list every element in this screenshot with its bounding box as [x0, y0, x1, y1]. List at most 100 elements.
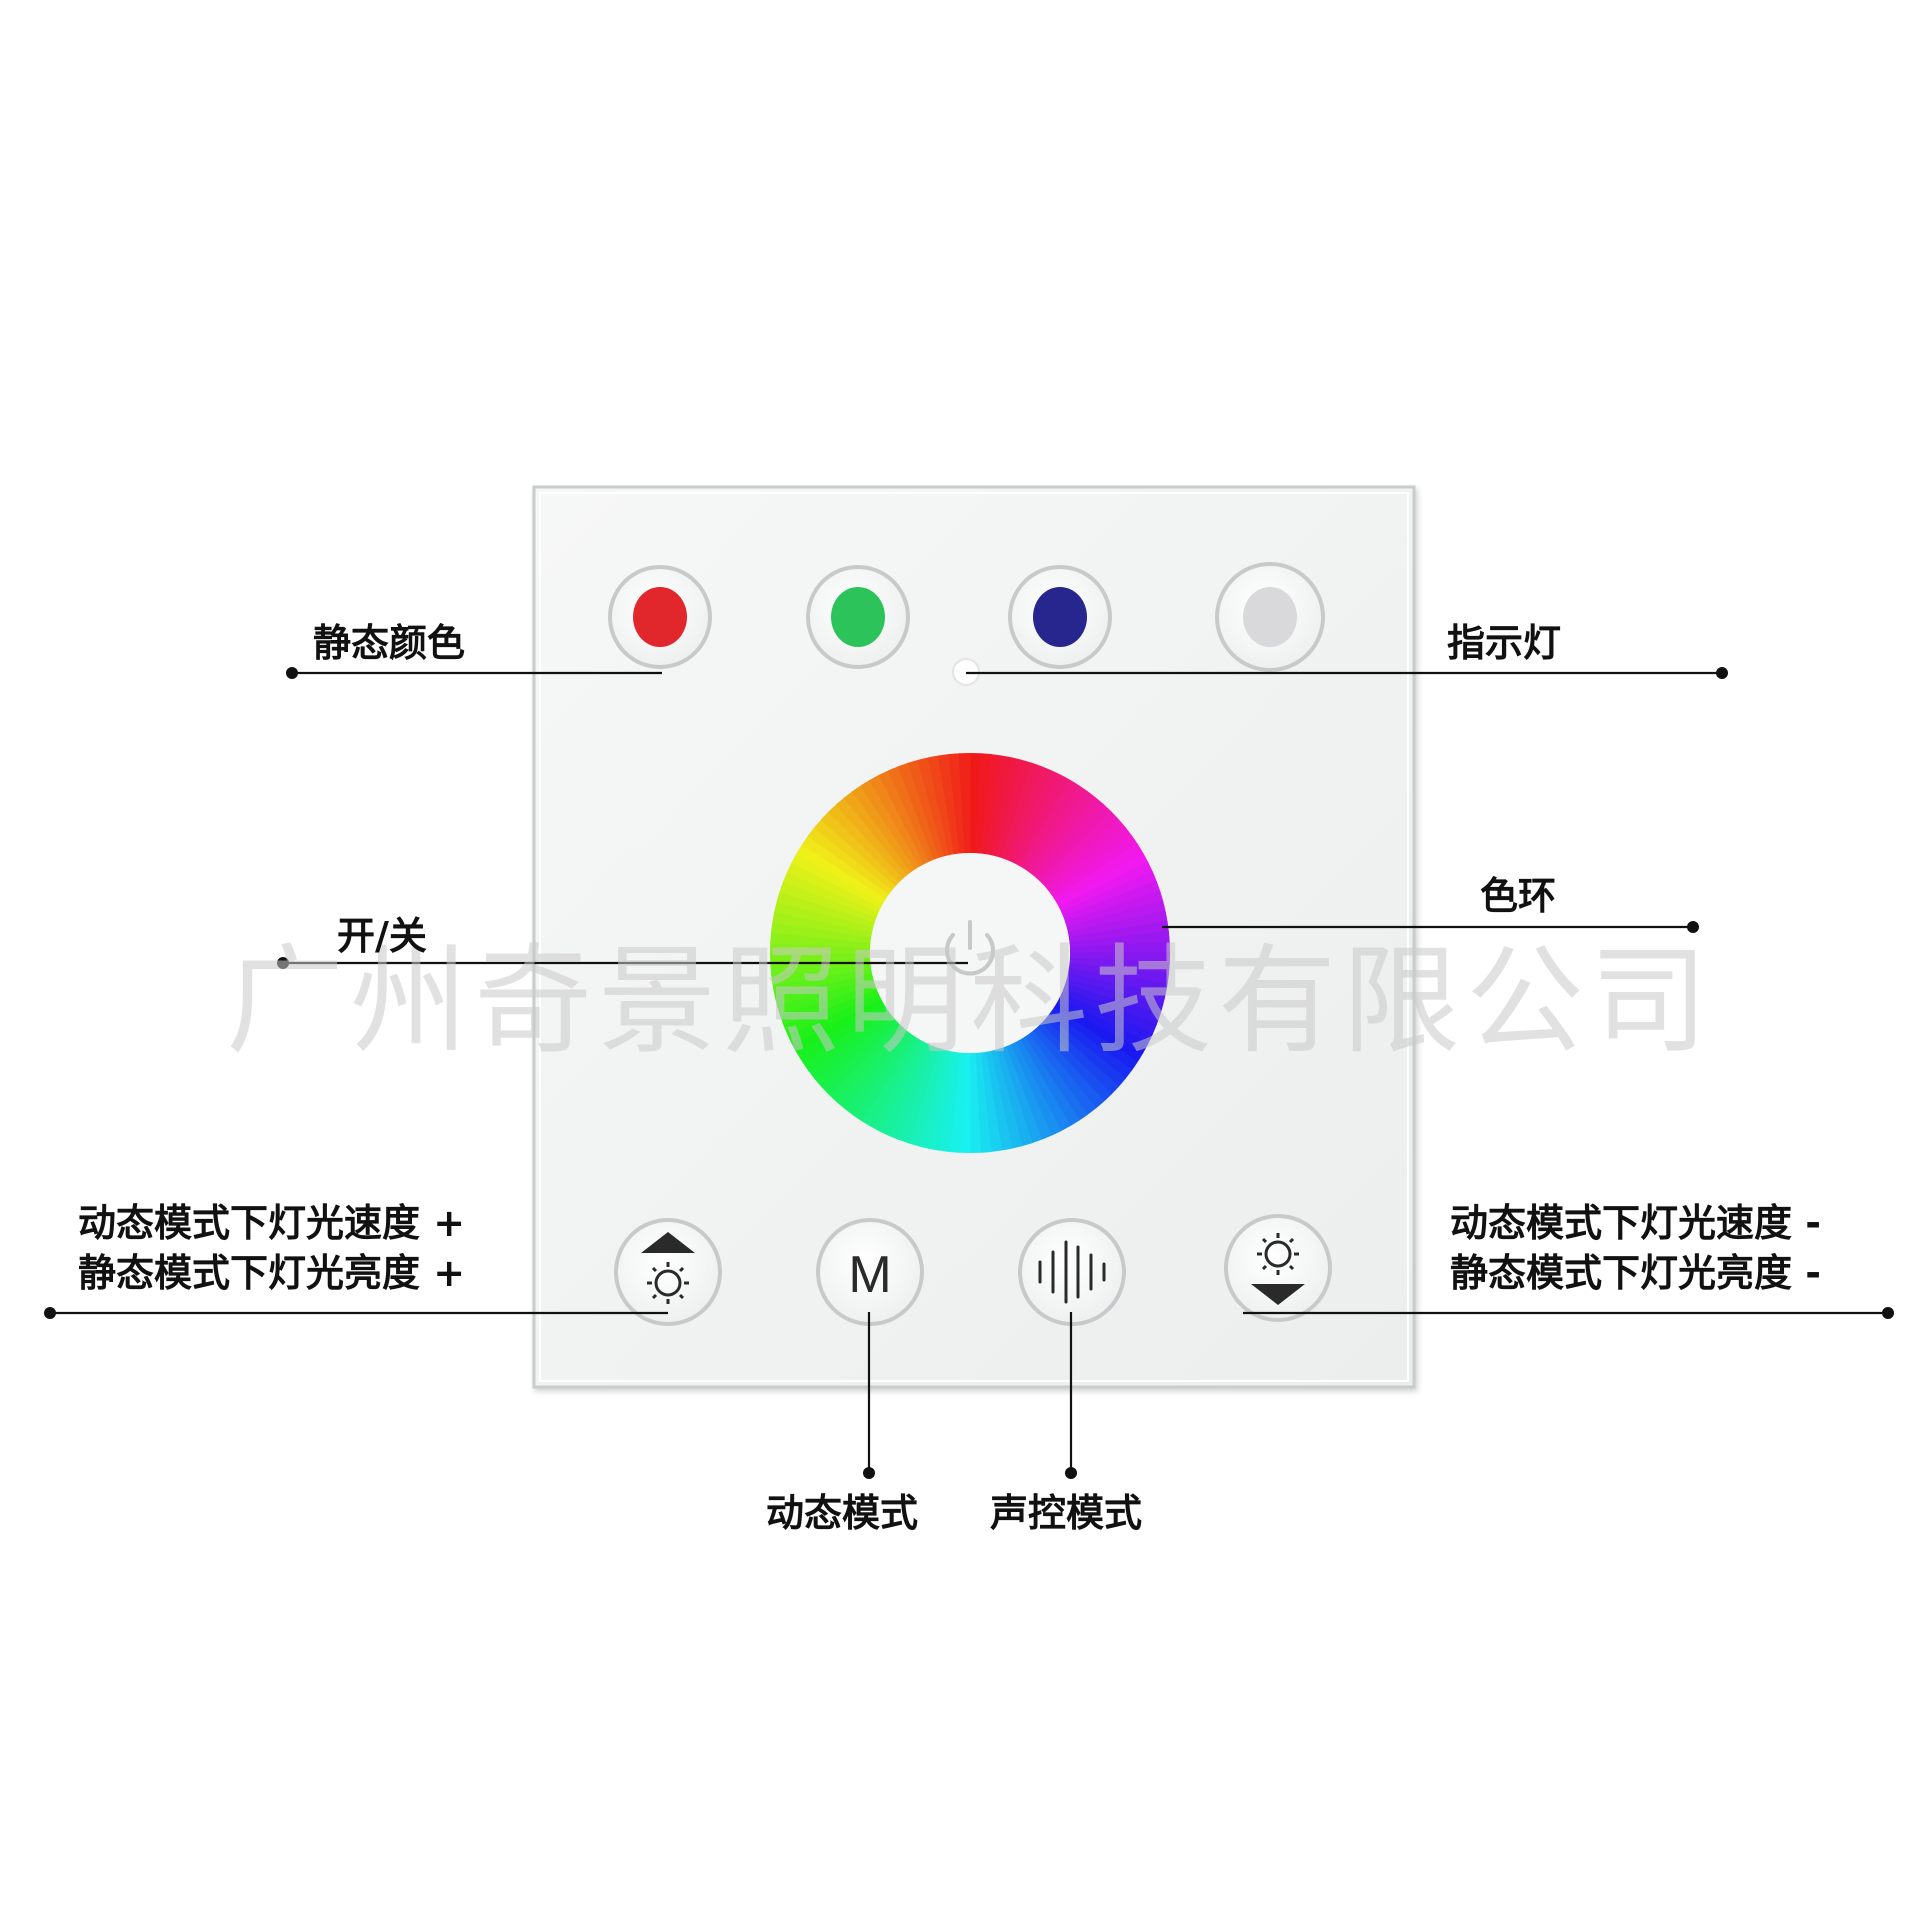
color-ring-segment[interactable] — [860, 779, 921, 870]
color-ring-segment[interactable] — [791, 852, 884, 908]
color-ring-segment[interactable] — [878, 769, 930, 865]
color-ring-segment[interactable] — [1069, 952, 1170, 965]
color-ring-segment[interactable] — [1044, 1015, 1126, 1088]
color-ring-segment[interactable] — [1024, 1033, 1089, 1122]
color-ring-segment[interactable] — [772, 910, 873, 938]
color-ring-segment[interactable] — [782, 988, 879, 1036]
color-ring-segment[interactable] — [1053, 843, 1144, 904]
color-ring-segment[interactable] — [786, 993, 882, 1045]
color-ring-segment[interactable] — [770, 952, 871, 965]
color-ring-segment[interactable] — [1036, 803, 1112, 883]
color-ring-segment[interactable] — [1056, 998, 1149, 1054]
color-ring-segment[interactable] — [828, 803, 904, 883]
color-ring-segment[interactable] — [887, 765, 935, 862]
color-ring-segment[interactable] — [1067, 968, 1168, 996]
color-ring-segment[interactable] — [878, 1041, 930, 1137]
color-ring-segment[interactable] — [774, 900, 874, 933]
color-ring-segment[interactable] — [969, 1052, 982, 1153]
color-ring-segment[interactable] — [1032, 797, 1105, 879]
color-ring-segment[interactable] — [1063, 880, 1161, 923]
color-ring-segment[interactable] — [1047, 826, 1133, 895]
color-ring-segment[interactable] — [843, 1030, 912, 1116]
red-color-button[interactable] — [608, 565, 712, 669]
color-ring-segment[interactable] — [1061, 988, 1158, 1036]
color-ring-segment[interactable] — [1063, 983, 1161, 1026]
color-ring-segment[interactable] — [1028, 790, 1097, 876]
color-ring-segment[interactable] — [990, 757, 1023, 857]
color-ring-segment[interactable] — [995, 1047, 1033, 1147]
color-ring-segment[interactable] — [907, 1047, 945, 1147]
color-ring-segment[interactable] — [801, 1007, 890, 1072]
color-ring-segment[interactable] — [828, 1023, 904, 1103]
color-ring-segment[interactable] — [791, 998, 884, 1054]
color-ring-segment[interactable] — [1032, 1027, 1105, 1109]
color-ring-segment[interactable] — [969, 753, 982, 854]
color-ring-segment[interactable] — [1069, 957, 1170, 975]
color-ring-segment[interactable] — [1066, 900, 1166, 933]
color-ring-segment[interactable] — [786, 861, 882, 913]
color-ring-segment[interactable] — [779, 880, 877, 923]
brightness-up-button[interactable] — [614, 1218, 722, 1326]
color-ring-segment[interactable] — [1064, 978, 1164, 1016]
sound-mode-button[interactable] — [1018, 1218, 1126, 1326]
color-ring-segment[interactable] — [779, 983, 877, 1026]
color-ring-segment[interactable] — [820, 811, 900, 887]
color-ring-segment[interactable] — [1044, 818, 1126, 891]
color-ring-segment[interactable] — [1069, 941, 1170, 954]
color-ring-segment[interactable] — [974, 753, 992, 854]
color-ring-segment[interactable] — [897, 762, 940, 860]
color-ring-segment[interactable] — [1010, 769, 1062, 865]
color-ring-segment[interactable] — [807, 1011, 893, 1080]
color-ring-segment[interactable] — [927, 755, 955, 856]
color-ring-segment[interactable] — [1000, 1046, 1043, 1144]
color-ring-segment[interactable] — [1064, 890, 1164, 928]
color-ring-segment[interactable] — [776, 890, 876, 928]
color-ring-segment[interactable] — [887, 1044, 935, 1141]
color-ring-segment[interactable] — [851, 1033, 916, 1122]
color-ring-segment[interactable] — [851, 784, 916, 873]
color-ring-segment[interactable] — [1040, 811, 1120, 887]
color-ring-segment[interactable] — [807, 826, 893, 895]
white-color-button[interactable] — [1215, 562, 1325, 672]
color-ring-segment[interactable] — [917, 757, 950, 857]
color-ring-segment[interactable] — [782, 870, 879, 918]
color-ring-segment[interactable] — [869, 774, 925, 867]
color-ring-segment[interactable] — [1068, 963, 1169, 986]
color-ring-segment[interactable] — [1068, 920, 1169, 943]
blue-color-button[interactable] — [1008, 565, 1112, 669]
color-ring-segment[interactable] — [917, 1049, 950, 1149]
color-ring-segment[interactable] — [985, 755, 1013, 856]
color-ring-segment[interactable] — [1066, 973, 1166, 1006]
color-ring-segment[interactable] — [770, 931, 871, 949]
color-ring-segment[interactable] — [937, 1051, 960, 1152]
color-ring-segment[interactable] — [801, 834, 890, 899]
color-ring-segment[interactable] — [995, 759, 1033, 859]
color-ring-segment[interactable] — [1024, 784, 1089, 873]
color-ring-segment[interactable] — [1005, 765, 1053, 862]
color-ring-segment[interactable] — [907, 759, 945, 859]
color-ring-segment[interactable] — [820, 1019, 900, 1095]
mode-button[interactable]: M — [816, 1218, 924, 1326]
color-ring-segment[interactable] — [774, 973, 874, 1006]
color-ring-segment[interactable] — [796, 843, 887, 904]
brightness-down-button[interactable] — [1224, 1214, 1332, 1322]
color-ring-segment[interactable] — [1050, 1007, 1139, 1072]
color-ring-segment[interactable] — [1040, 1019, 1120, 1095]
power-icon[interactable] — [945, 920, 995, 976]
color-ring-segment[interactable] — [796, 1002, 887, 1063]
color-ring-segment[interactable] — [1053, 1002, 1144, 1063]
color-ring-segment[interactable] — [958, 1052, 971, 1153]
color-ring-segment[interactable] — [1028, 1030, 1097, 1116]
color-ring-segment[interactable] — [1050, 834, 1139, 899]
color-ring-segment[interactable] — [1005, 1044, 1053, 1141]
color-ring-segment[interactable] — [1019, 779, 1080, 870]
color-ring-segment[interactable] — [958, 752, 971, 854]
color-ring-segment[interactable] — [1010, 1041, 1062, 1137]
color-ring-segment[interactable] — [948, 1052, 966, 1153]
color-ring-segment[interactable] — [771, 920, 872, 943]
color-ring-segment[interactable] — [1019, 1036, 1080, 1127]
color-ring-segment[interactable] — [980, 754, 1003, 855]
color-ring-segment[interactable] — [980, 1051, 1003, 1152]
color-ring-segment[interactable] — [1067, 910, 1168, 938]
color-ring-segment[interactable] — [1047, 1011, 1133, 1080]
